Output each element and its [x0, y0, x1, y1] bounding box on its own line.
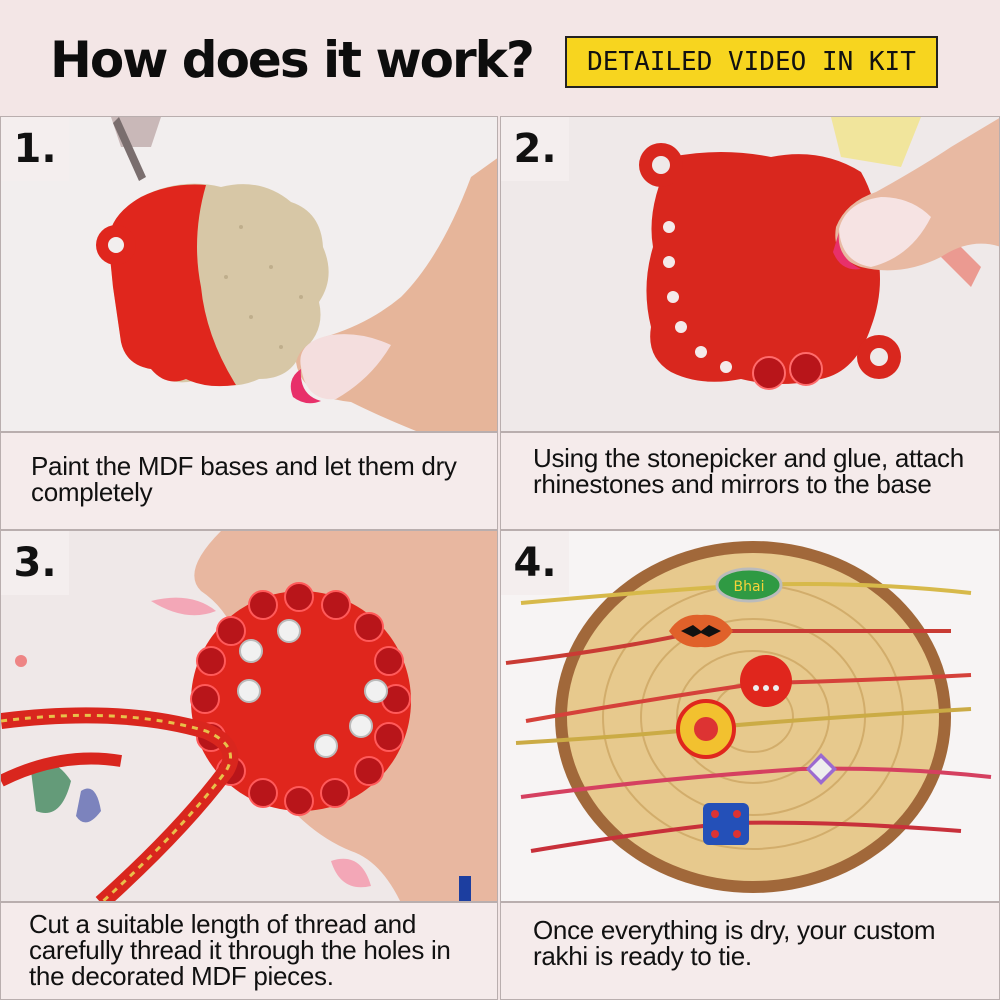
step-1-number: 1. — [1, 117, 69, 181]
step-4-photo: Bhai 4. — [500, 530, 1000, 902]
finished-rakhi-illustration: Bhai — [501, 531, 999, 901]
video-badge: DETAILED VIDEO IN KIT — [565, 36, 938, 88]
step-4-caption: Once everything is dry, your custom rakh… — [500, 902, 1000, 1000]
step-1-photo: 1. — [0, 116, 498, 432]
step-3-number: 3. — [1, 531, 69, 595]
rhinestone-illustration — [501, 117, 999, 431]
threading-illustration — [1, 531, 497, 901]
bhai-label: Bhai — [734, 579, 765, 595]
step-4-caption-text: Once everything is dry, your custom rakh… — [533, 915, 936, 971]
page-title: How does it work? — [50, 31, 535, 89]
step-2-photo: 2. — [500, 116, 1000, 432]
step-2-caption-text: Using the stonepicker and glue, attach r… — [533, 443, 964, 499]
step-4-number: 4. — [501, 531, 569, 595]
step-3-caption-text: Cut a suitable length of thread and care… — [29, 909, 451, 991]
step-2-number: 2. — [501, 117, 569, 181]
step-2-caption: Using the stonepicker and glue, attach r… — [500, 432, 1000, 530]
step-3-caption: Cut a suitable length of thread and care… — [0, 902, 498, 1000]
step-1-caption-text: Paint the MDF bases and let them dry com… — [31, 451, 457, 507]
step-1-caption: Paint the MDF bases and let them dry com… — [0, 432, 498, 530]
step-3-photo: 3. — [0, 530, 498, 902]
painting-mdf-illustration — [1, 117, 497, 431]
